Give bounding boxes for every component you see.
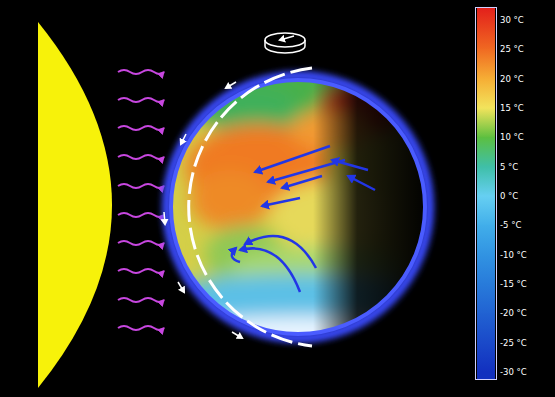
color-bar-swatch xyxy=(477,343,495,373)
color-bar-swatch xyxy=(477,8,495,50)
legend-label: -5 °C xyxy=(500,220,521,230)
color-bar-swatch xyxy=(477,108,495,138)
legend-label: 0 °C xyxy=(500,191,518,201)
circulation-arrows xyxy=(164,82,242,338)
legend-label: 5 °C xyxy=(500,162,518,172)
legend-label: 25 °C xyxy=(500,44,524,54)
legend-label: 10 °C xyxy=(500,132,524,142)
rotation-symbol xyxy=(265,33,305,53)
sunlight-rays xyxy=(118,70,164,330)
sun xyxy=(38,22,112,388)
color-bar-swatch xyxy=(477,137,495,167)
atmosphere-circulation xyxy=(189,68,312,346)
legend-label: -20 °C xyxy=(500,308,527,318)
color-bar-swatch xyxy=(477,49,495,79)
legend-label: -15 °C xyxy=(500,279,527,289)
earth-globe xyxy=(150,54,450,360)
color-bar-swatch xyxy=(477,196,495,226)
atmosphere-rim xyxy=(171,80,425,334)
legend-label: 20 °C xyxy=(500,74,524,84)
color-bar-swatch xyxy=(477,255,495,285)
legend-label: -30 °C xyxy=(500,367,527,377)
color-bar-swatch xyxy=(477,167,495,197)
color-bar-swatch xyxy=(477,313,495,343)
color-bar-swatch xyxy=(477,225,495,255)
legend-label: 15 °C xyxy=(500,103,524,113)
legend-label: -25 °C xyxy=(500,338,527,348)
color-bar-swatch xyxy=(477,372,495,379)
color-bar-swatch xyxy=(477,79,495,109)
legend-label: -10 °C xyxy=(500,250,527,260)
legend-label: 30 °C xyxy=(500,15,524,25)
wind-arrows xyxy=(232,146,375,292)
color-bar-swatch xyxy=(477,284,495,314)
